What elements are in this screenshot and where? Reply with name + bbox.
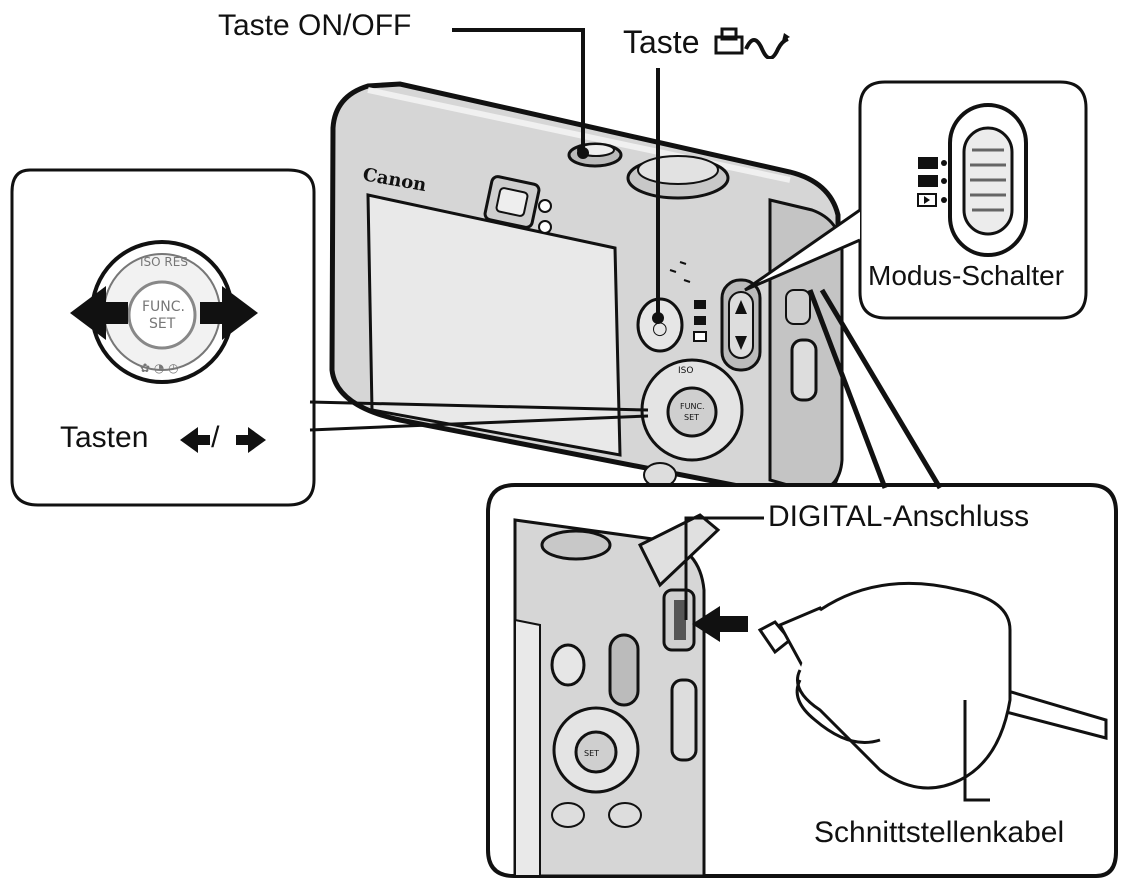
svg-text:ISO: ISO [678, 366, 693, 376]
on-off-button-label: Taste ON/OFF [218, 9, 412, 42]
interface-cable-label: Schnittstellenkabel [814, 816, 1065, 849]
on-off-button [567, 142, 623, 168]
print-share-label-text: Taste [623, 24, 700, 60]
print-share-button-label: Taste [623, 24, 792, 60]
digital-port-label: DIGITAL-Anschluss [768, 500, 1030, 533]
svg-text:✿ ◔ ◷: ✿ ◔ ◷ [140, 361, 179, 375]
mode-switch-small [693, 278, 762, 372]
left-arrow-small-icon [180, 427, 210, 453]
playback-mode-icon [917, 193, 947, 207]
arrow-keys-inset: FUNC. SET ISO RES ✿ ◔ ◷ [10, 168, 316, 507]
left-arrow-icon [70, 286, 128, 340]
arrow-keys-label: Tasten / [60, 423, 219, 453]
svg-text:ISO RES: ISO RES [140, 255, 188, 269]
svg-text:SET: SET [584, 749, 599, 758]
arrow-separator: / [211, 421, 220, 454]
arrow-keys-label-text: Tasten [60, 421, 149, 454]
right-arrow-small-icon [236, 427, 266, 453]
camera-body: ○ FUNC. SET ISO Canon [329, 81, 844, 501]
svg-text:FUNC.: FUNC. [142, 299, 185, 315]
digital-port-inset: SET [486, 483, 1118, 878]
control-wheel: FUNC. SET ISO [640, 358, 744, 462]
svg-text:FUNC.: FUNC. [680, 402, 705, 411]
insert-arrow-icon [692, 606, 748, 642]
zoom-dial [626, 155, 730, 200]
right-arrow-icon [200, 286, 258, 340]
movie-mode-icon [918, 175, 947, 187]
svg-text:SET: SET [684, 413, 699, 422]
mode-switch-label: Modus-Schalter [868, 260, 1065, 291]
svg-text:SET: SET [149, 316, 176, 332]
leader-lines [309, 28, 990, 802]
print-share-icon [714, 27, 791, 60]
camera-mode-icon [918, 157, 947, 169]
mode-switch-inset [744, 80, 1088, 320]
